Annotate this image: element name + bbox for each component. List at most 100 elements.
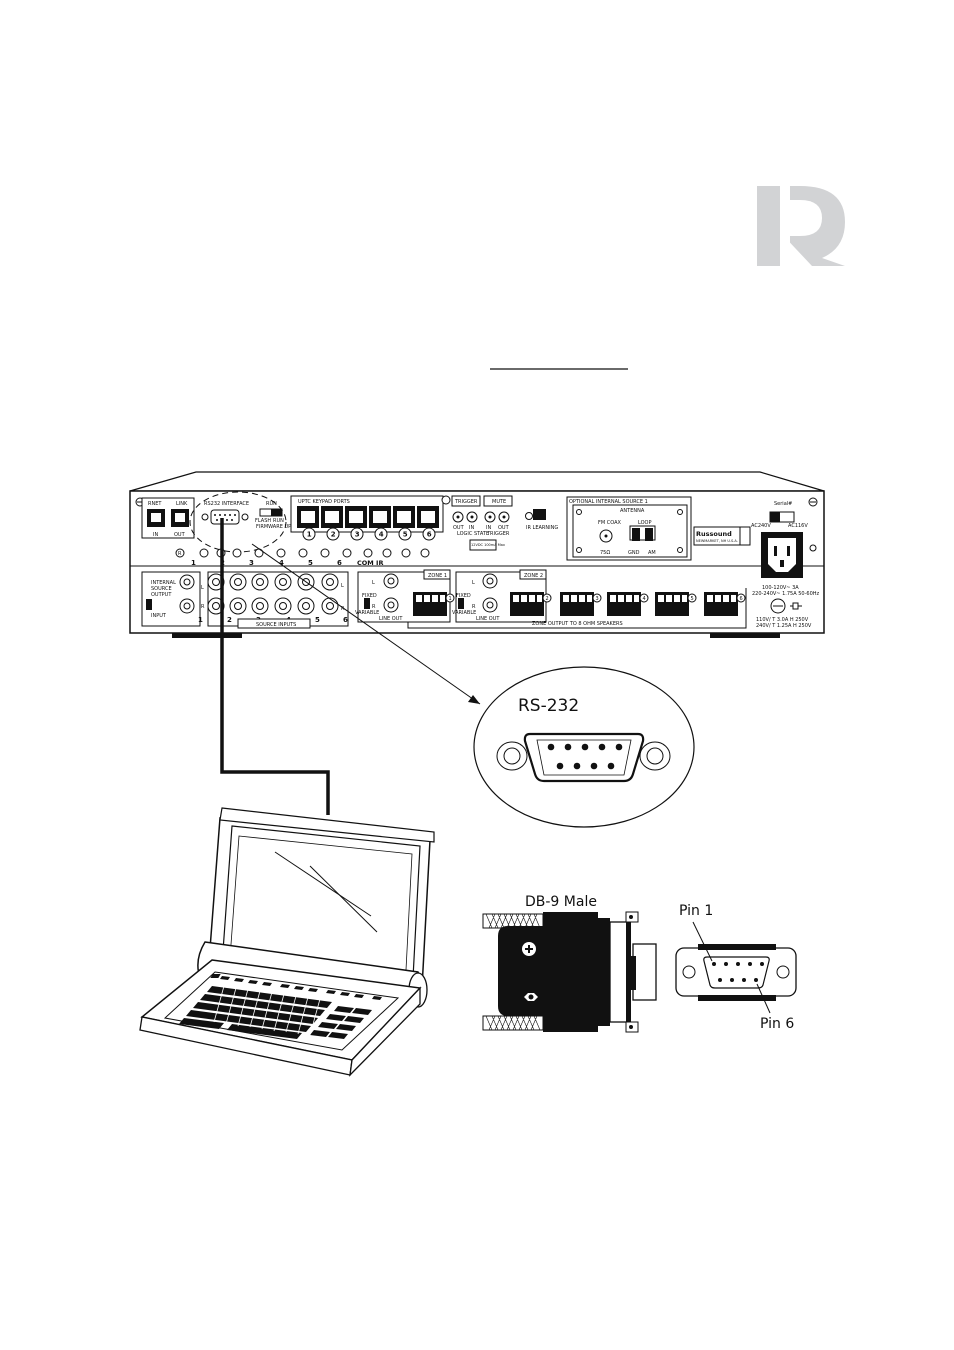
db9-pinout: Pin 1 Pin 6 bbox=[675, 903, 797, 1032]
source-input-jacks bbox=[207, 573, 339, 615]
fuse-rating-line1: 110V/ T 3.0A H 250V bbox=[756, 617, 809, 623]
com-ir-number: 4 bbox=[279, 559, 284, 567]
ac-inlet bbox=[761, 532, 803, 578]
iso-line3: OUTPUT bbox=[151, 592, 172, 598]
rnet-out-label: OUT bbox=[174, 532, 186, 538]
pin1-label: Pin 1 bbox=[679, 903, 713, 919]
mute-out-label: OUT bbox=[498, 525, 510, 531]
zone-numbers: 1 2 3 4 5 6 bbox=[445, 593, 746, 603]
zone-output-label: ZONE OUTPUT TO 8 OHM SPEAKERS bbox=[532, 621, 623, 627]
db9-port-closeup bbox=[496, 732, 671, 783]
keypad-jacks bbox=[297, 506, 319, 528]
db9-male-connector: DB-9 Male bbox=[482, 894, 657, 1033]
com-ir-jacks bbox=[199, 548, 430, 558]
zone-number: 3 bbox=[596, 596, 599, 602]
com-ir-number: 1 bbox=[191, 559, 196, 567]
source-r-label: R bbox=[341, 606, 345, 612]
trigger-title: TRIGGER bbox=[454, 499, 478, 505]
loop-label: LOOP bbox=[638, 520, 652, 526]
voltage-right-label: AC116V bbox=[788, 523, 808, 529]
russound-name: Russound bbox=[696, 530, 732, 538]
keypad-port-number: 3 bbox=[355, 531, 360, 539]
zone1-line-out-label: LINE OUT bbox=[379, 616, 403, 622]
rs232-cable bbox=[220, 518, 330, 815]
zone2-title: ZONE 2 bbox=[524, 573, 543, 579]
iso-input-label: INPUT bbox=[151, 613, 167, 619]
zone2-r-label: R bbox=[472, 604, 476, 610]
zone1-fixed-label: FIXED bbox=[362, 593, 377, 599]
keypad-jacks-rest bbox=[321, 506, 439, 528]
zone-number: 6 bbox=[740, 596, 743, 602]
pin6-label: Pin 6 bbox=[760, 1016, 794, 1032]
source-l-label: L bbox=[341, 583, 344, 589]
keypad-port-number: 2 bbox=[331, 531, 336, 539]
russound-logo bbox=[757, 186, 845, 266]
zone2-fixed-label: FIXED bbox=[456, 593, 471, 599]
keypad-port-number: 1 bbox=[307, 531, 312, 539]
trigger-in-label: IN bbox=[469, 525, 474, 531]
keypad-port-number: 4 bbox=[379, 531, 384, 539]
firmware-upgrade-label: FIRMWARE UPGRADE bbox=[256, 524, 309, 530]
made-in-label: NEWMARKET, NH U.S.A. bbox=[696, 539, 738, 543]
keyboard-keys bbox=[179, 974, 382, 1039]
mute-trigger-label: TRIGGER bbox=[486, 531, 510, 537]
power-rating-line1: 100-120V~ 3A bbox=[762, 585, 799, 591]
zone-number: 5 bbox=[691, 596, 694, 602]
com-ir-number: 6 bbox=[337, 559, 342, 567]
keypad-ports-title: UPTC KEYPAD PORTS bbox=[298, 499, 350, 505]
logic-state-label: LOGIC STATE bbox=[457, 531, 489, 537]
trigger-note: 12VDC 100mA Max bbox=[471, 543, 505, 547]
run-switch-left-label: FLASH bbox=[255, 518, 271, 524]
source-input-number: 2 bbox=[227, 616, 232, 624]
ir-learning-window bbox=[533, 509, 546, 520]
com-ir-number: 3 bbox=[249, 559, 254, 567]
keypad-port-number: 5 bbox=[403, 531, 408, 539]
keypad-port-number: 6 bbox=[427, 531, 432, 539]
speaker-terminals bbox=[413, 592, 738, 616]
pin6-leader bbox=[756, 983, 771, 1014]
rs232-port bbox=[201, 509, 249, 525]
trigger-out-label: OUT bbox=[453, 525, 465, 531]
trigger-box bbox=[451, 495, 481, 507]
optional-source-title: OPTIONAL INTERNAL SOURCE 1 bbox=[569, 499, 648, 505]
iso-line2: SOURCE bbox=[151, 586, 172, 592]
zone2-line-out-label: LINE OUT bbox=[476, 616, 500, 622]
rs232-callout: RS-232 bbox=[473, 666, 695, 828]
source-input-number: 1 bbox=[198, 616, 203, 624]
voltage-left-label: AC240V bbox=[751, 523, 771, 529]
am-terminal bbox=[632, 528, 640, 541]
rs232-interface-label: RS232 INTERFACE bbox=[204, 501, 249, 507]
mute-in-label: IN bbox=[486, 525, 491, 531]
rs232-callout-title: RS-232 bbox=[518, 696, 579, 716]
fuse-rating-line2: 240V/ T 1.25A H 250V bbox=[756, 623, 812, 629]
power-rating-line2: 220-240V~ 1.75A 50-60Hz bbox=[752, 591, 820, 597]
zone2-l-label: L bbox=[472, 580, 475, 586]
ohm-label: 75Ω bbox=[600, 550, 610, 556]
ir-r-label: R bbox=[178, 551, 182, 557]
zone1-title: ZONE 1 bbox=[428, 573, 447, 579]
keypad-port-numbers: 1 2 3 4 5 6 bbox=[302, 527, 436, 541]
ir-learning-label: IR LEARNING bbox=[526, 525, 558, 531]
mute-box bbox=[483, 495, 513, 507]
source-input-number: 6 bbox=[343, 616, 348, 624]
com-ir-label: COM IR bbox=[357, 559, 383, 567]
iso-r-label: R bbox=[201, 604, 205, 610]
rnet-brand: RNET bbox=[148, 501, 162, 507]
zone-number: 4 bbox=[643, 596, 646, 602]
zone1-l-label: L bbox=[372, 580, 375, 586]
fm-coax-label: FM COAX bbox=[598, 520, 622, 526]
rnet-in-label: IN bbox=[153, 532, 158, 538]
rnet-link-title: LINK bbox=[176, 501, 188, 507]
serial-label: Serial# bbox=[774, 501, 792, 507]
zone-number: 2 bbox=[546, 596, 549, 602]
am-label: AM bbox=[648, 550, 656, 556]
laptop-illustration bbox=[139, 807, 435, 1077]
zone1-r-label: R bbox=[372, 604, 376, 610]
zone1-variable-label: VARIABLE bbox=[355, 610, 379, 616]
rear-panel: RNET LINK IN OUT RS232 INTERFACE RUN FLA… bbox=[129, 471, 825, 638]
source-inputs-title: SOURCE INPUTS bbox=[256, 622, 296, 628]
gnd-label: GND bbox=[628, 550, 640, 556]
callout-arrowhead bbox=[468, 695, 480, 704]
mute-title: MUTE bbox=[492, 499, 506, 505]
